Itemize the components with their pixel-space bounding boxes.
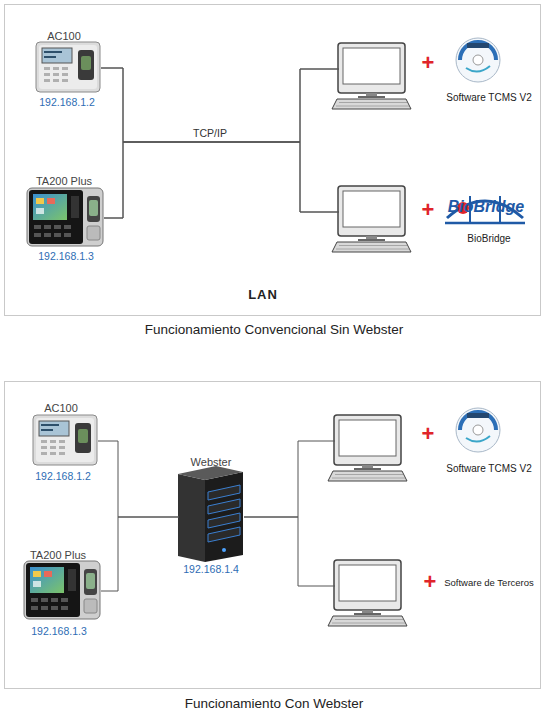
network-link — [98, 441, 179, 517]
server-name: Webster — [191, 456, 232, 469]
biobridge-logo-part — [445, 222, 525, 225]
biobridge-logo — [445, 196, 525, 224]
ta200-device — [27, 188, 103, 246]
software-name: BioBridge — [467, 233, 510, 245]
computer-node: Software TCMS V2 — [339, 44, 406, 94]
ip-address: 192.168.1.2 — [39, 96, 94, 108]
server-tower-part — [178, 466, 243, 480]
link-label: TCP/IP — [193, 127, 227, 139]
plus-sign: + — [424, 569, 437, 594]
plus-sign: + — [422, 197, 435, 222]
computer-icon — [332, 43, 411, 109]
network-panel: LANFuncionamiento Convencional Sin Webst… — [4, 4, 541, 316]
device-node: TA200 Plus192.168.1.3 — [28, 189, 104, 247]
network-link — [101, 517, 179, 591]
software-name: Software TCMS V2 — [446, 463, 531, 475]
network-label: LAN — [248, 288, 278, 303]
ip-address: 192.168.1.4 — [183, 563, 238, 575]
server-tower-part — [208, 527, 240, 542]
ta200-device — [24, 561, 100, 619]
server-tower-part — [222, 548, 226, 552]
computer-icon — [328, 415, 407, 481]
computer-node: BioBridge — [339, 187, 406, 237]
device-node: AC100192.168.1.2 — [37, 43, 101, 93]
software-name: Software de Terceros — [444, 578, 534, 589]
server-tower-part — [208, 485, 240, 500]
computer-icon — [332, 186, 411, 252]
network-link — [104, 69, 339, 218]
network-link — [104, 142, 339, 218]
computer-icon — [328, 560, 407, 626]
device-name: AC100 — [44, 402, 78, 415]
computer-node: Software TCMS V2 — [335, 416, 402, 466]
device-node: TA200 Plus192.168.1.3 — [25, 562, 101, 620]
server-tower-part — [208, 499, 240, 514]
ip-address: 192.168.1.2 — [35, 470, 90, 482]
server-node: Webster192.168.1.4 — [179, 471, 244, 563]
network-link — [244, 517, 335, 586]
device-name: TA200 Plus — [36, 175, 92, 188]
device-node: AC100192.168.1.2 — [34, 416, 98, 466]
ac100-device — [33, 415, 97, 465]
server-tower-part — [208, 513, 240, 528]
server-tower-part — [205, 472, 243, 562]
ac100-device — [36, 42, 100, 92]
device-name: TA200 Plus — [30, 549, 86, 562]
network-panel: Funcionamiento Con WebsterAC100192.168.1… — [4, 381, 541, 689]
network-link — [101, 68, 339, 212]
plus-sign: + — [422, 421, 435, 446]
cd-icon — [456, 38, 500, 82]
ip-address: 192.168.1.3 — [38, 250, 93, 262]
panel-caption: Funcionamiento Con Webster — [185, 696, 363, 712]
server-tower-part — [178, 474, 205, 562]
plus-sign: + — [422, 50, 435, 75]
network-link — [101, 68, 339, 142]
computer-node: Software de Terceros — [335, 561, 402, 611]
logo-text: BioBridge — [448, 198, 524, 216]
software-name: Software TCMS V2 — [446, 92, 531, 104]
server-tower — [178, 466, 243, 562]
cd-icon — [456, 408, 500, 452]
network-link — [244, 441, 335, 517]
device-name: AC100 — [47, 30, 81, 43]
panel-caption: Funcionamiento Convencional Sin Webster — [145, 322, 404, 338]
ip-address: 192.168.1.3 — [31, 625, 86, 637]
